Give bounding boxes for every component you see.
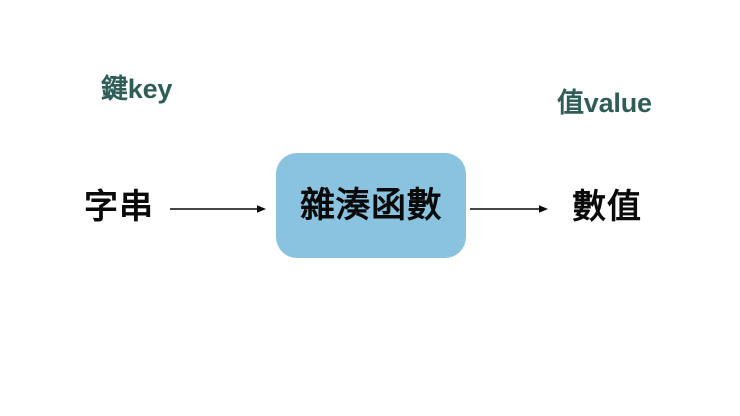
hash-function-box: 雜湊函數 (276, 153, 466, 258)
hash-function-label: 雜湊函數 (299, 186, 442, 225)
output-label: 數值 (572, 188, 642, 226)
key-annotation-label: 鍵key (101, 74, 173, 104)
arrow-right-icon-input-to-process (170, 199, 266, 219)
arrow-right-icon-process-to-output (470, 199, 548, 219)
input-label: 字串 (84, 188, 154, 226)
value-annotation-label: 值value (557, 88, 652, 118)
